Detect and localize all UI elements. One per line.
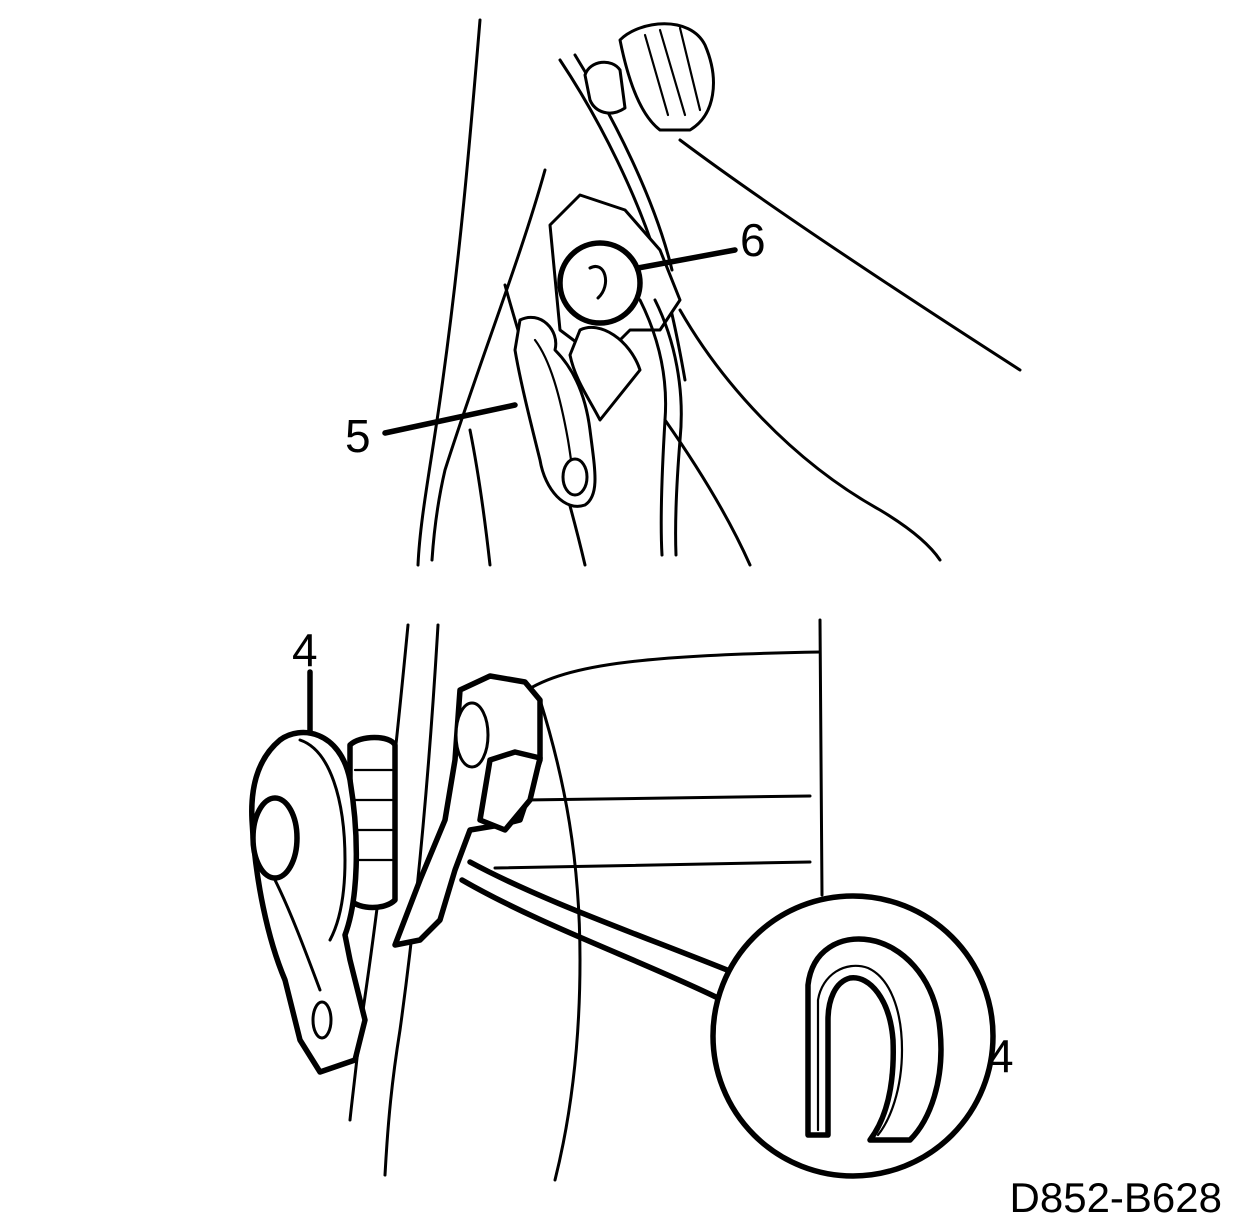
hinge-pin-top	[583, 60, 627, 115]
magnifier-line-lower	[459, 877, 721, 1001]
hinge-cap-ribs	[643, 26, 702, 117]
lever-tail-2	[653, 298, 683, 557]
bottom-view: 4 4	[249, 618, 1014, 1182]
disc-arm	[273, 878, 322, 992]
bolt-head-6	[557, 240, 643, 326]
leader-line-5	[382, 402, 518, 436]
pillar-v-2	[383, 623, 440, 1177]
body-diagonal-long	[678, 138, 1022, 372]
body-line-2	[493, 860, 812, 870]
callout-4-detail: 4	[988, 1030, 1014, 1082]
bracket-tab	[477, 749, 543, 833]
bracket-bolt-head	[454, 701, 490, 769]
figure-code: D852-B628	[1010, 1174, 1222, 1221]
lever-plate	[568, 325, 642, 422]
hinge-cap	[618, 22, 715, 132]
spacer-ridges	[353, 768, 394, 862]
magnifier-line-upper	[467, 859, 735, 975]
top-view: 5 6	[345, 18, 1022, 567]
door-edge-curve	[416, 18, 482, 567]
lever-tail	[638, 298, 668, 557]
spacer-cylinder	[347, 734, 398, 911]
body-line-1	[523, 794, 812, 802]
disc-arm-hole	[311, 1000, 333, 1040]
door-skin-curve	[538, 698, 582, 1182]
callout-4-main: 4	[292, 624, 318, 676]
disc-inner-rim	[298, 738, 347, 942]
body-top-curve	[518, 650, 822, 697]
callout-6: 6	[740, 214, 766, 266]
frame-vertical-right	[818, 618, 824, 897]
body-curve-lower	[663, 418, 752, 567]
pivot-disc-4	[249, 729, 368, 1075]
bolt-slot-6	[588, 264, 608, 300]
leader-line-6	[635, 247, 738, 271]
body-curve-right	[678, 308, 942, 562]
mount-bracket	[392, 673, 543, 948]
pillar-v-1	[348, 623, 410, 1122]
detail-clip-inner	[816, 964, 904, 1137]
callout-5: 5	[345, 410, 371, 462]
strap-hole	[561, 457, 589, 497]
pillar-line-2	[468, 428, 492, 567]
disc-bolt	[250, 795, 300, 881]
detail-clip-outer	[805, 936, 944, 1143]
